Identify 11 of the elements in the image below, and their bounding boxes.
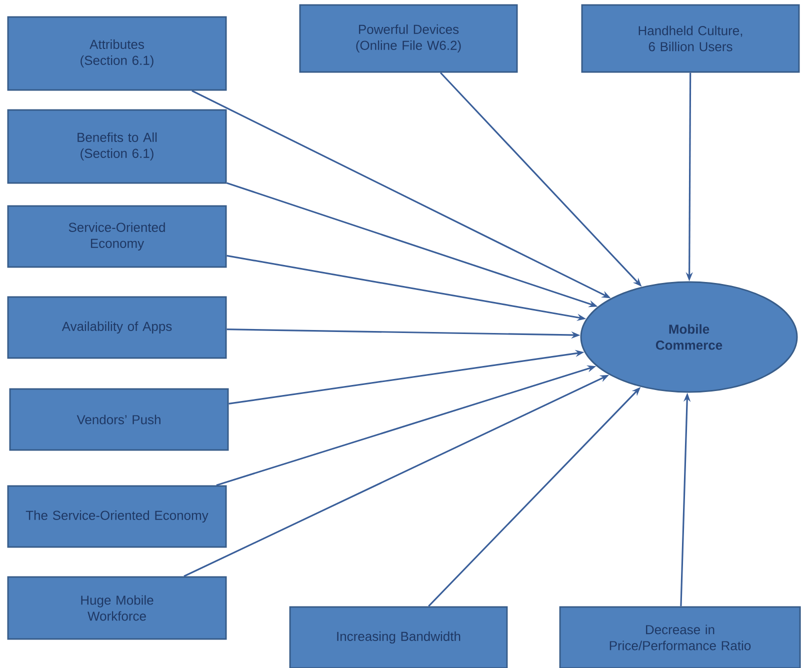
process-box: Vendors’ Push (9, 388, 229, 451)
process-box: The Service-Oriented Economy (7, 485, 227, 548)
process-box: Decrease in Price/Performance Ratio (559, 606, 801, 668)
process-box: Powerful Devices (Online File W6.2) (299, 4, 518, 73)
process-box: Service-Oriented Economy (7, 205, 227, 268)
process-box: Huge Mobile Workforce (7, 576, 227, 640)
process-box: Increasing Bandwidth (289, 606, 508, 668)
process-box: Availability of Apps (7, 296, 227, 359)
process-box: Handheld Culture, 6 Billion Users (581, 4, 800, 73)
process-box: Benefits to All (Section 6.1) (7, 109, 227, 184)
process-box: Attributes (Section 6.1) (7, 16, 227, 91)
